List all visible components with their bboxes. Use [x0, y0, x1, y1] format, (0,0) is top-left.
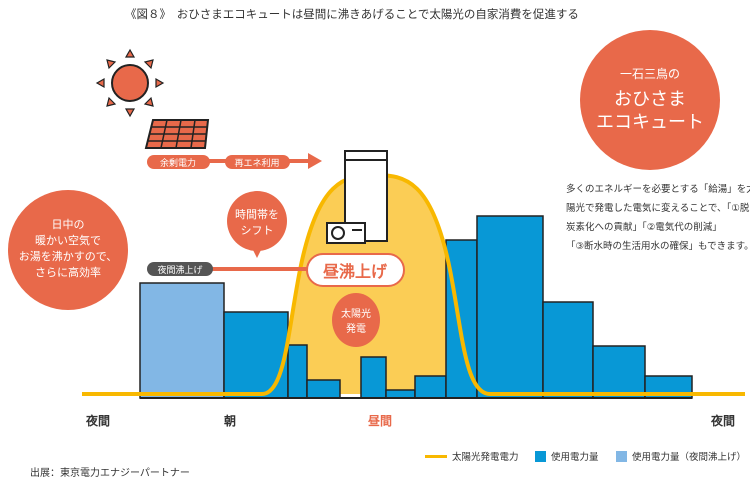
pill-night-boil: 夜間沸上げ [157, 264, 202, 276]
source-credit: 出展：東京電力エナジーパートナー [30, 468, 190, 479]
description-line: 陽光で発電した電気に変えることで、「①脱 [566, 203, 750, 214]
solar-label-line: 太陽光 [341, 307, 371, 320]
time-label-night-end: 夜間 [711, 414, 736, 428]
bar [592, 345, 646, 399]
description-line: 「③断水時の生活用水の確保」もできます。 [566, 241, 750, 252]
pill-surplus: 余剰電力 [160, 157, 196, 169]
bar [542, 301, 594, 399]
shift-bubble-line: シフト [241, 224, 274, 237]
sun-icon [95, 48, 165, 118]
time-label-day: 昼間 [368, 414, 393, 428]
badge-line2: おひさま [614, 89, 686, 110]
description: 多くのエネルギーを必要とする「給湯」を太 陽光で発電した電気に変えることで、「①… [566, 180, 750, 256]
pill-renewable: 再エネ利用 [234, 157, 279, 169]
bar [414, 375, 447, 399]
shift-bubble-shape [227, 191, 287, 258]
bar [476, 215, 544, 399]
legend-usage-night: 使用電力量（夜間沸上げ） [616, 449, 746, 463]
day-boil-label: 昼沸上げ [322, 262, 388, 281]
description-line: 炭素化への貢献」「②電気代の削減」 [566, 222, 722, 233]
pill-surplus-shape [147, 155, 210, 169]
legend-solar: 太陽光発電電力 [425, 449, 519, 463]
legend-label: 使用電力量（夜間沸上げ） [632, 452, 747, 463]
legend-usage: 使用電力量 [535, 449, 599, 463]
bar [385, 389, 416, 399]
time-label-night: 夜間 [86, 414, 111, 428]
badge-shape [580, 30, 720, 170]
left-bubble-line: 暖かい空気で [35, 233, 101, 247]
left-bubble-line: お湯を沸かすので、 [19, 250, 118, 263]
legend-line-swatch [425, 454, 447, 458]
pill-night-boil-shape [147, 262, 213, 276]
solar-label-shape [332, 293, 380, 347]
figure-title: 《図８》 おひさまエコキュートは昼間に沸きあげることで太陽光の自家消費を促進する [125, 7, 579, 21]
solar-label-line: 発電 [346, 322, 366, 335]
eco-cute-water-heater-icon [326, 150, 388, 244]
bar [223, 311, 289, 399]
left-bubble-line: さらに高効率 [35, 265, 101, 279]
legend-label: 使用電力量 [551, 452, 599, 463]
solar-panel-icon [144, 119, 210, 149]
time-label-morning: 朝 [224, 414, 237, 428]
badge-line3: エコキュート [596, 112, 704, 133]
badge-line1: 一石三鳥の [620, 66, 680, 81]
bar [306, 379, 341, 399]
pill-renewable-shape [225, 155, 290, 169]
bar [360, 356, 387, 399]
bar-night-boil [139, 282, 225, 399]
legend-swatch [535, 450, 546, 462]
legend-label: 太陽光発電電力 [452, 452, 519, 463]
legend-swatch [616, 450, 627, 462]
left-bubble-shape [8, 190, 128, 310]
left-bubble-line: 日中の [52, 218, 85, 231]
bar [287, 344, 308, 399]
shift-bubble-line: 時間帯を [235, 208, 279, 221]
description-line: 多くのエネルギーを必要とする「給湯」を太 [566, 184, 750, 195]
day-boil-shape [306, 253, 405, 287]
